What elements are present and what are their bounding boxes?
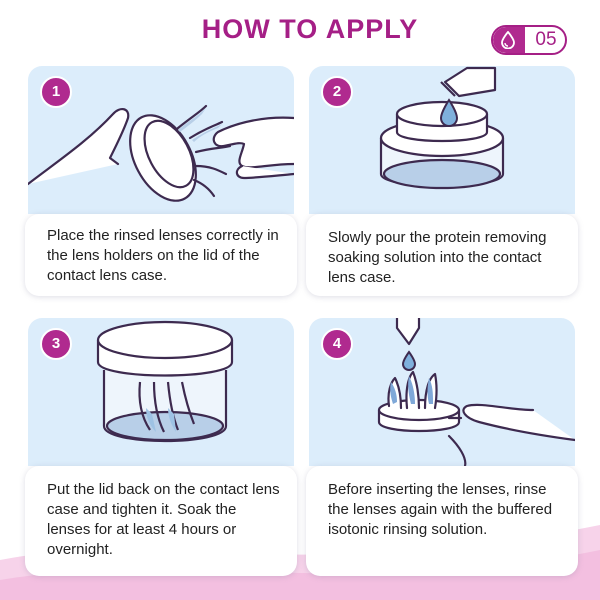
- step-2-illustration: [309, 66, 575, 214]
- step-4-illustration: [309, 318, 575, 466]
- step-4-number: 4: [321, 328, 353, 360]
- droplet-icon: [501, 31, 515, 49]
- step-3-number: 3: [40, 328, 72, 360]
- step-count: 05: [535, 29, 557, 50]
- background-wave: [0, 525, 600, 600]
- step-count-badge: 05: [491, 25, 567, 55]
- step-4-text: Before inserting the lenses, rinse the l…: [306, 466, 578, 576]
- step-1-illustration: [28, 66, 294, 214]
- step-2-text: Slowly pour the protein removing soaking…: [306, 214, 578, 296]
- step-3-illustration: [28, 318, 294, 466]
- step-3-text: Put the lid back on the contact lens cas…: [25, 466, 297, 576]
- step-1-number: 1: [40, 76, 72, 108]
- page-title: HOW TO APPLY: [201, 14, 419, 44]
- step-1-text: Place the rinsed lenses correctly in the…: [25, 214, 297, 296]
- step-2-number: 2: [321, 76, 353, 108]
